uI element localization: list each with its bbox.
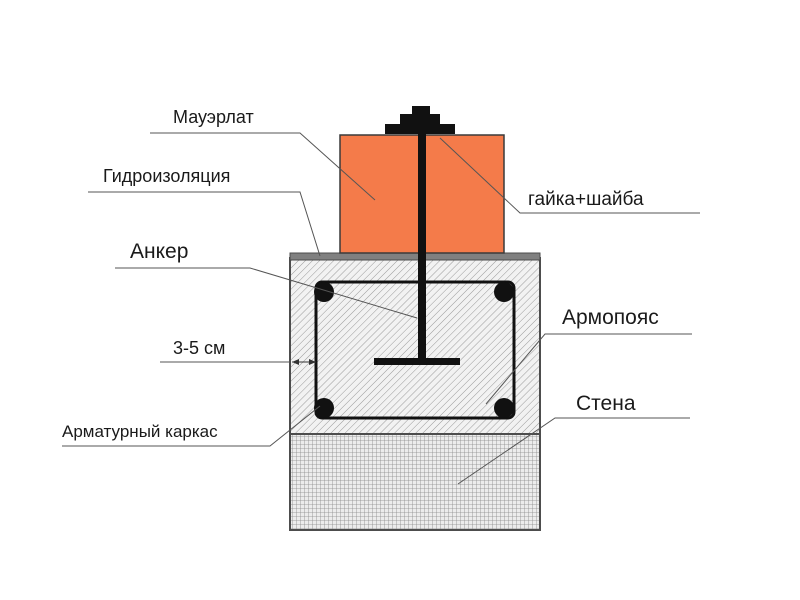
rebar-bar <box>494 398 514 418</box>
wall <box>289 433 541 531</box>
label-waterproofing: Гидроизоляция <box>103 166 230 186</box>
anchor-rod <box>418 115 426 363</box>
leader-nut-washer <box>439 137 700 214</box>
nut <box>400 114 440 126</box>
gap-arrow-left <box>292 359 299 365</box>
anchor-foot <box>374 358 460 365</box>
waterproofing-layer <box>289 252 541 261</box>
leader-mauerlat <box>150 132 376 201</box>
label-cage: Арматурный каркас <box>62 422 218 441</box>
leader-armopoyas <box>485 333 692 405</box>
label-gap: 3-5 см <box>173 338 225 358</box>
label-stena: Стена <box>576 392 636 415</box>
rebar-bar <box>314 282 334 302</box>
rebar-bar <box>494 282 514 302</box>
leader-stena <box>457 417 690 485</box>
rebar-bar <box>314 398 334 418</box>
bolt-tip <box>412 106 430 115</box>
label-armopoyas: Армопояс <box>562 306 659 329</box>
rebar-cage <box>314 280 516 420</box>
leader-cage <box>62 405 321 447</box>
label-nut-washer: гайка+шайба <box>528 189 644 210</box>
washer <box>385 124 455 134</box>
gap-arrow-right <box>309 359 316 365</box>
leader-anchor <box>115 267 418 319</box>
label-anchor: Анкер <box>130 240 188 263</box>
label-mauerlat: Мауэрлат <box>173 107 254 127</box>
leader-waterproofing <box>88 191 321 257</box>
